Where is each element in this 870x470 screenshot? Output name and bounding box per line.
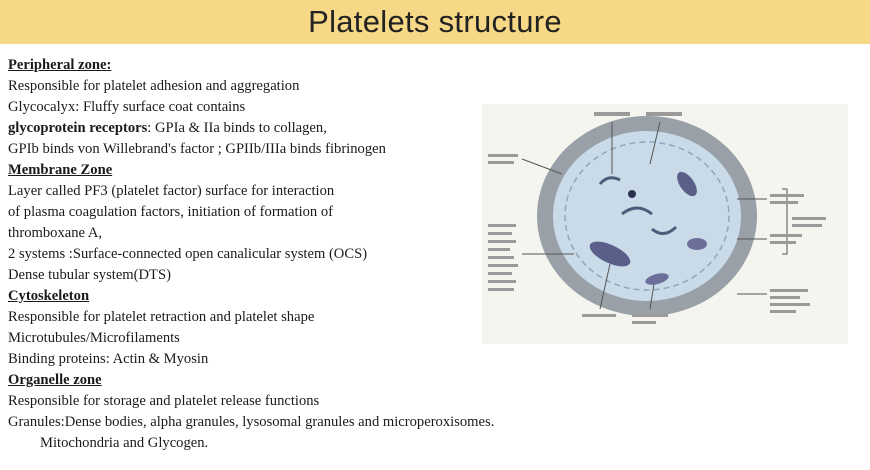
granule: [687, 238, 707, 250]
text-line: of plasma coagulation factors, initiatio…: [8, 204, 334, 220]
heading-organelle-zone: Organelle zone: [8, 372, 102, 388]
label-placeholder: [770, 201, 798, 204]
label-placeholder: [488, 248, 510, 251]
granule: [677, 171, 697, 197]
heading-cytoskeleton: Cytoskeleton: [8, 288, 90, 304]
label-placeholder: [582, 314, 616, 317]
label-placeholder: [488, 224, 516, 227]
canalicular-system: [598, 176, 621, 185]
text-line: thromboxane A,: [8, 225, 103, 241]
label-placeholder: [792, 224, 822, 227]
platelet-diagram: [482, 104, 848, 344]
leader-line: [521, 158, 563, 175]
text-line: 2 systems :Surface-connected open canali…: [8, 246, 368, 262]
label-placeholder: [488, 280, 516, 283]
leader-line: [649, 121, 661, 165]
heading-membrane-zone: Membrane Zone: [8, 162, 113, 178]
heading-peripheral-zone: Peripheral zone:: [8, 57, 112, 73]
leader-line: [599, 263, 611, 310]
text-line-receptors: glycoprotein receptors: GPIa & IIa binds…: [8, 119, 327, 137]
label-placeholder: [594, 112, 630, 116]
label-placeholder: [488, 154, 518, 157]
label-placeholder: [632, 321, 656, 324]
leader-line: [649, 283, 655, 310]
label-placeholder: [770, 194, 804, 197]
cytoplasm: [553, 131, 741, 301]
text-line: Granules:Dense bodies, alpha granules, l…: [8, 414, 495, 430]
label-placeholder: [770, 234, 802, 237]
text-line: Glycocalyx: Fluffy surface coat contains: [8, 99, 246, 115]
label-placeholder: [488, 256, 514, 259]
label-placeholder: [646, 112, 682, 116]
title-band: [0, 0, 870, 44]
label-placeholder: [488, 240, 516, 243]
label-placeholder: [770, 310, 796, 313]
microtubule-band: [564, 141, 730, 291]
granule: [645, 273, 669, 285]
slide-title: Platelets structure: [308, 4, 562, 39]
mitochondrion: [589, 241, 631, 267]
text-line: Responsible for platelet retraction and …: [8, 309, 315, 325]
text-line: Responsible for platelet adhesion and ag…: [8, 78, 300, 94]
label-placeholder: [770, 296, 800, 299]
bracket: [782, 188, 788, 255]
label-placeholder: [488, 288, 514, 291]
platelet-diagram-svg: [488, 112, 826, 324]
label-placeholder: [488, 161, 514, 164]
text-line: Dense tubular system(DTS): [8, 267, 171, 283]
label-placeholder: [632, 314, 668, 317]
label-placeholder: [488, 264, 518, 267]
label-placeholder: [488, 272, 512, 275]
dense-body: [628, 190, 636, 198]
text-line: GPIb binds von Willebrand's factor ; GPI…: [8, 141, 386, 157]
label-placeholder: [488, 232, 512, 235]
text-line: Responsible for storage and platelet rel…: [8, 393, 320, 409]
text-line: Layer called PF3 (platelet factor) surfa…: [8, 183, 335, 199]
canalicular-system: [621, 206, 653, 216]
glycoprotein-receptors-label: glycoprotein receptors: [8, 120, 148, 136]
receptors-detail: : GPIa & IIa binds to collagen,: [147, 120, 327, 136]
label-placeholder: [770, 289, 808, 292]
canalicular-system: [651, 225, 678, 235]
text-line: Binding proteins: Actin & Myosin: [8, 351, 209, 367]
text-line: Microtubules/Microfilaments: [8, 330, 180, 346]
text-line: Mitochondria and Glycogen.: [40, 435, 209, 451]
label-placeholder: [792, 217, 826, 220]
label-placeholder: [770, 241, 796, 244]
label-placeholder: [770, 303, 810, 306]
